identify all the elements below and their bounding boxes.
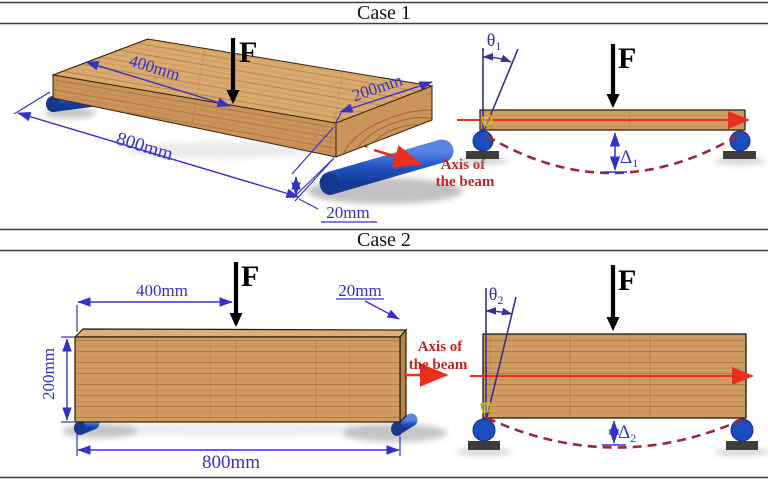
case2-side-view: θ2 F Δ2 (456, 264, 768, 456)
case2-theta-label: θ2 (489, 284, 504, 307)
svg-text:20mm: 20mm (338, 281, 381, 300)
case1-side-force-label: F (618, 42, 636, 75)
case1-theta-annotation: θ1 (480, 30, 519, 132)
case1-title: Case 1 (357, 2, 411, 24)
case1-deflection-curve (486, 130, 745, 175)
angle-arc (485, 307, 513, 316)
axis-arrow (373, 145, 423, 168)
svg-text:the beam: the beam (436, 174, 495, 190)
case1-side-view: θ1 F Δ1 (457, 30, 766, 175)
angle-arc (482, 52, 512, 63)
case1-delta-annotation: Δ1 (603, 132, 638, 173)
case2-dim-20: 20mm (336, 281, 400, 320)
case2-delta-label: Δ2 (618, 422, 636, 445)
svg-text:400mm: 400mm (136, 281, 188, 300)
case2-title: Case 2 (357, 229, 411, 251)
svg-text:20mm: 20mm (326, 203, 369, 222)
svg-text:800mm: 800mm (202, 452, 260, 473)
case2-support-left (468, 418, 500, 450)
svg-text:the beam: the beam (409, 357, 468, 373)
case1-side-force-arrow (606, 44, 620, 108)
svg-text:200mm: 200mm (39, 348, 58, 400)
shadow-mid (90, 422, 390, 436)
case1-delta-label: Δ1 (620, 147, 638, 170)
case2-dim-800: 800mm (76, 434, 401, 473)
case1-3d-view: F 400mm 800mm 200mm 20mm (13, 36, 495, 223)
right-angle-marker (480, 401, 493, 414)
knot (364, 144, 368, 148)
case2-side-force-label: F (618, 264, 636, 297)
case2-front-force-arrow (229, 262, 243, 327)
rotated-end-line (486, 296, 517, 418)
roller-right (319, 139, 454, 195)
roller-left (74, 416, 100, 435)
case2-beam-front (73, 328, 408, 424)
case2-dim-400: 400mm (76, 281, 233, 332)
case1-dim-20: 20mm (291, 127, 377, 223)
case2-deflection-curve (486, 416, 747, 449)
case2-front-view: F 400mm 20mm 200mm 800mm (39, 260, 468, 473)
right-angle-marker (480, 113, 494, 128)
case2-dim-200: 200mm (39, 336, 74, 423)
svg-text:Axis of: Axis of (418, 339, 464, 355)
case2-axis-annotation: Axis of the beam (404, 339, 468, 387)
roller-right (391, 413, 418, 436)
case2-delta-annotation: Δ2 (602, 420, 636, 446)
case2-theta-annotation: θ2 (480, 284, 517, 418)
shadow-support-right (714, 448, 768, 456)
case2-front-force-label: F (241, 260, 259, 293)
case1-theta-label: θ1 (487, 30, 502, 53)
case2-side-force-arrow (606, 265, 620, 331)
rotated-end-line (483, 48, 519, 132)
plank-seams (156, 340, 317, 420)
beam-top-sliver (73, 328, 408, 338)
case1-3d-force-label: F (239, 36, 257, 69)
